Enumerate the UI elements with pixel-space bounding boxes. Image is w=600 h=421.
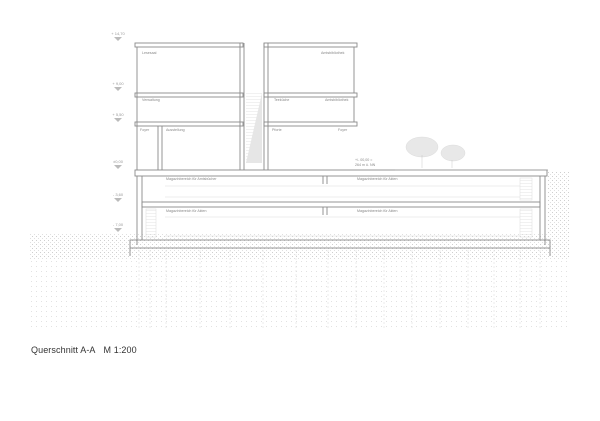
level-marker: - 3,60 <box>106 192 130 202</box>
level-marker: + 14,70 <box>106 31 130 41</box>
level-marker: ±0,00 <box>106 159 130 169</box>
foundation-piles <box>138 250 541 330</box>
level-marker: + 9,00 <box>106 81 130 91</box>
level-triangle-icon <box>114 118 122 122</box>
room-label-magazin-akten-1: Magazinbereich für Akten <box>357 177 398 181</box>
room-label-foyer-right: Foyer <box>338 128 348 132</box>
room-label-foyer-left: Foyer <box>140 128 150 132</box>
level-marker: - 7,00 <box>106 222 130 232</box>
room-label-teekueche: Teeküche <box>274 98 290 102</box>
drawing-title: Querschnitt A-A <box>31 345 96 355</box>
stair-core <box>246 93 262 163</box>
room-label-pforte: Pforte <box>272 128 282 132</box>
drawing-scale: M 1:200 <box>103 345 137 355</box>
room-label-magazin-amtsbuecher: Magazinbereich für Amtsbücher <box>166 177 217 181</box>
level-triangle-icon <box>114 198 122 202</box>
room-label-ausstellung: Ausstellung <box>166 128 185 132</box>
ground-level-annotation: +/- 00,00 = 264 m ü. NN <box>355 158 376 167</box>
level-marker: + 5,50 <box>106 112 130 122</box>
level-triangle-icon <box>114 87 122 91</box>
room-label-magazin-akten-2: Magazinbereich für Akten <box>166 209 207 213</box>
ground-soil <box>30 172 570 330</box>
drawing-caption: Querschnitt A-A M 1:200 <box>31 345 137 355</box>
building-left-block <box>134 42 245 170</box>
archive-shelving <box>145 177 533 238</box>
room-label-lesesaal: Lesesaal <box>142 51 157 55</box>
level-triangle-icon <box>114 37 122 41</box>
room-label-verwaltung: Verwaltung <box>142 98 160 102</box>
basement-structure <box>129 169 551 256</box>
room-label-magazin-akten-3: Magazinbereich für Akten <box>357 209 398 213</box>
level-triangle-icon <box>114 228 122 232</box>
level-triangle-icon <box>114 165 122 169</box>
landscape-trees <box>395 136 548 171</box>
room-label-amtsbibliothek-2: Amtsbibliothek <box>325 98 349 102</box>
room-label-amtsbibliothek: Amtsbibliothek <box>321 51 345 55</box>
building-right-block <box>263 42 358 170</box>
